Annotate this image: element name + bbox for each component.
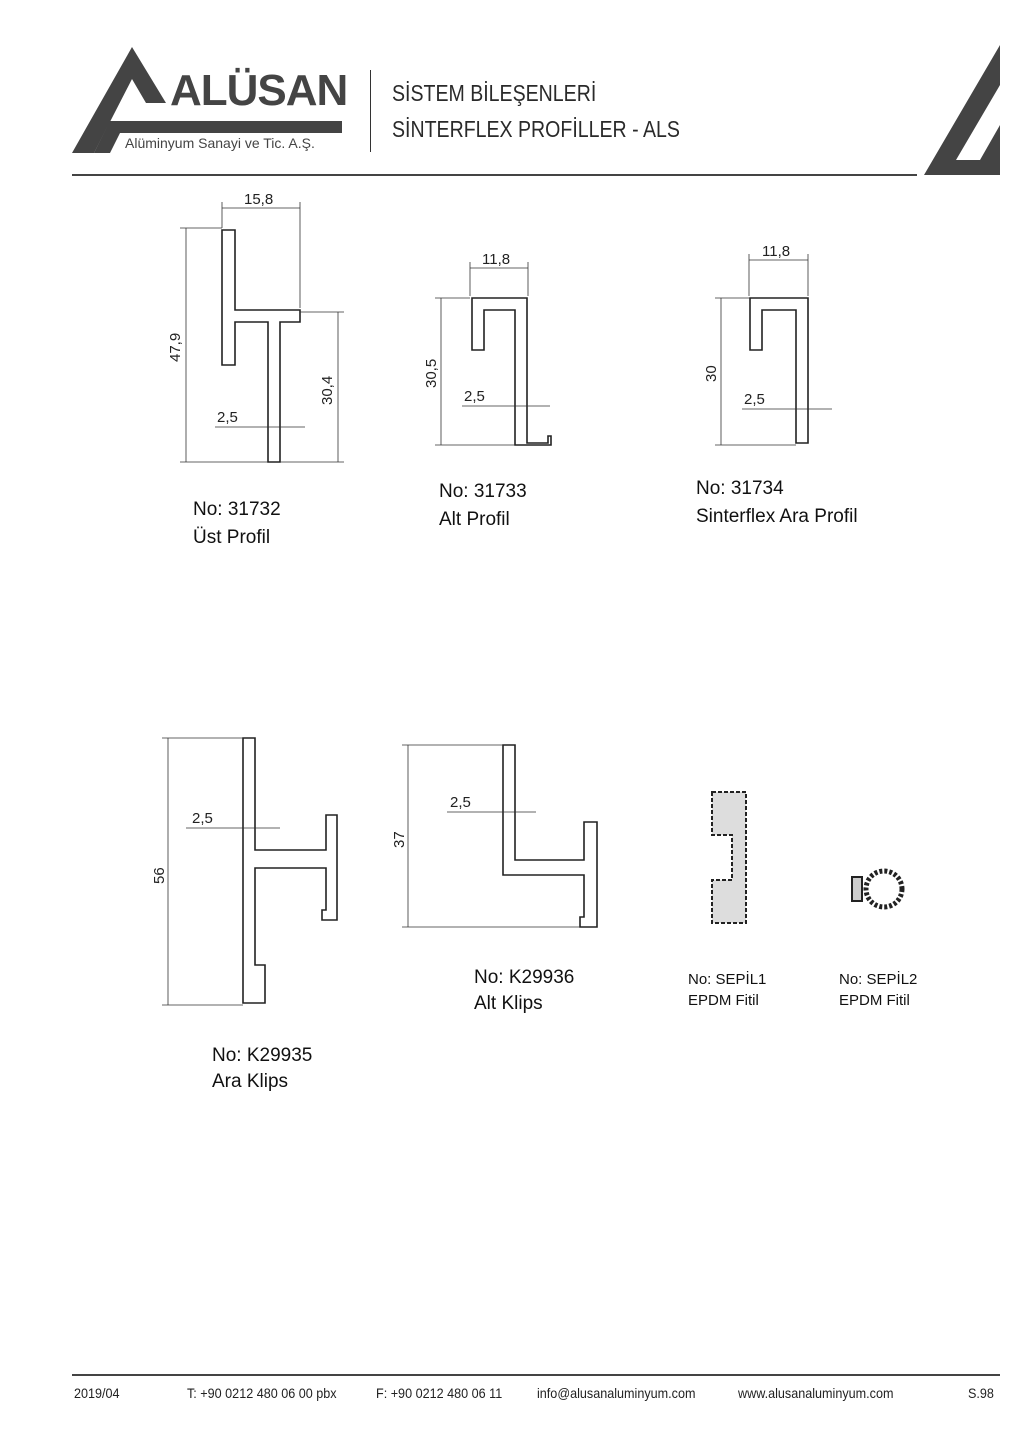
profile-name: Ara Klips (212, 1071, 289, 1092)
profile-k29935-drawing: 56 2,5 (151, 737, 338, 1006)
brand-subtitle: Alüminyum Sanayi ve Tic. A.Ş. (125, 135, 315, 151)
dim-width: 11,8 (762, 243, 790, 260)
dim-height: 47,9 (167, 333, 184, 362)
profile-k29935-caption: No: K29935 Ara Klips (212, 1043, 312, 1095)
profile-name: Alt Klips (474, 993, 543, 1014)
profile-number: No: K29935 (212, 1045, 313, 1066)
profile-31734-caption: No: 31734 Sinterflex Ara Profil (696, 475, 858, 531)
page-title-line2: SİNTERFLEX PROFİLLER - ALS (392, 116, 680, 142)
profile-31732-caption: No: 31732 Üst Profil (193, 496, 281, 552)
profile-name: Sinterflex Ara Profil (696, 506, 858, 527)
footer-website[interactable]: www.alusanaluminyum.com (738, 1385, 894, 1401)
seal-sepil1-caption: No: SEPİL1 EPDM Fitil (688, 969, 766, 1011)
profile-number: No: 31733 (439, 481, 527, 502)
profile-name: Alt Profil (439, 509, 510, 530)
profile-name: EPDM Fitil (688, 992, 759, 1009)
dim-thickness: 2,5 (744, 391, 765, 408)
dim-lower: 30,4 (319, 376, 336, 405)
corner-logo-mark (924, 45, 1000, 175)
dim-height: 30,5 (423, 359, 440, 388)
profile-number: No: 31732 (193, 499, 281, 520)
dim-width: 15,8 (244, 191, 273, 208)
dim-height: 56 (151, 867, 168, 884)
seal-sepil2-drawing (851, 868, 905, 910)
dim-thickness: 2,5 (192, 810, 213, 827)
dim-thickness: 2,5 (217, 409, 238, 426)
seal-sepil1-drawing (711, 791, 747, 924)
page-title-line1: SİSTEM BİLEŞENLERİ (392, 80, 597, 106)
profile-k29936-drawing: 37 2,5 (391, 744, 598, 928)
profile-number: No: 31734 (696, 478, 784, 499)
footer-fax: F: +90 0212 480 06 11 (376, 1385, 503, 1401)
footer-date: 2019/04 (74, 1385, 120, 1401)
profile-name: Üst Profil (193, 527, 271, 548)
profile-number: No: SEPİL1 (688, 971, 767, 988)
profile-31732-drawing: 15,8 47,9 30,4 2,5 (167, 191, 344, 463)
footer-rule (72, 1374, 1000, 1376)
profile-k29936-caption: No: K29936 Alt Klips (474, 965, 574, 1017)
profile-name: EPDM Fitil (839, 992, 910, 1009)
profile-31733-caption: No: 31733 Alt Profil (439, 478, 527, 534)
dim-width: 11,8 (482, 251, 510, 268)
brand-name: ALÜSAN (170, 66, 347, 115)
profile-drawings: 15,8 47,9 30,4 2,5 11,8 30,5 2,5 11,8 30 (151, 191, 905, 1006)
dim-thickness: 2,5 (450, 794, 471, 811)
footer-email[interactable]: info@alusanaluminyum.com (537, 1385, 696, 1401)
footer-phone: T: +90 0212 480 06 00 pbx (187, 1385, 337, 1401)
dim-thickness: 2,5 (464, 388, 485, 405)
profile-31734-drawing: 11,8 30 2,5 (703, 243, 832, 446)
profile-number: No: K29936 (474, 967, 575, 988)
dim-height: 37 (391, 831, 408, 848)
profile-31733-drawing: 11,8 30,5 2,5 (423, 251, 552, 446)
footer-page-number: S.98 (968, 1385, 994, 1401)
header-divider (370, 70, 371, 152)
seal-sepil2-caption: No: SEPİL2 EPDM Fitil (839, 969, 917, 1011)
alusan-logo: ALÜSAN Alüminyum Sanayi ve Tic. A.Ş. (72, 47, 348, 153)
header-rule (72, 174, 917, 176)
profile-number: No: SEPİL2 (839, 971, 918, 988)
dim-height: 30 (703, 365, 720, 382)
